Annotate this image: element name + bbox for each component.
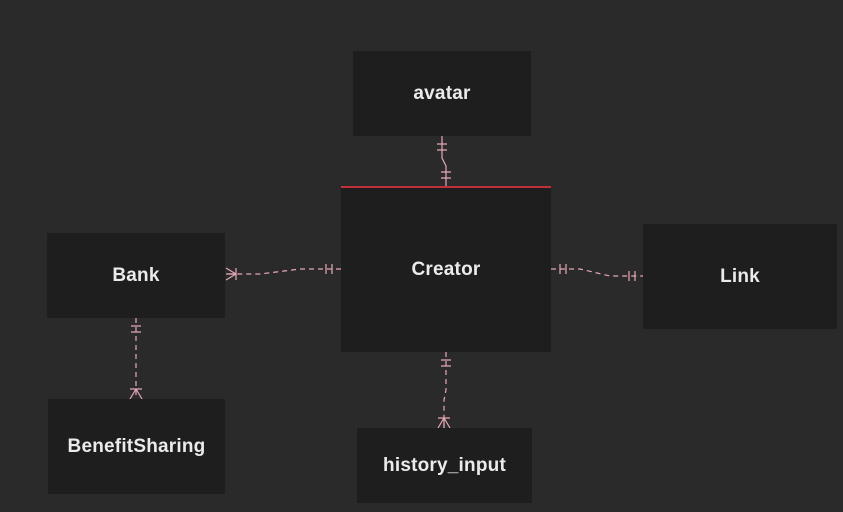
- entity-creator[interactable]: Creator: [341, 186, 551, 352]
- cardinality-one-mark: [628, 271, 636, 281]
- relationship-creator-link[interactable]: [551, 264, 643, 281]
- entity-label: Creator: [411, 258, 481, 280]
- cardinality-one-mark: [441, 171, 451, 179]
- cardinality-one-mark: [437, 143, 447, 151]
- cardinality-many-mark: [129, 388, 143, 400]
- cardinality-one-mark: [441, 359, 451, 367]
- cardinality-many-mark: [437, 417, 451, 429]
- entity-benefitsharing[interactable]: BenefitSharing: [48, 399, 225, 494]
- relationship-line: [441, 136, 447, 186]
- relationship-creator-avatar[interactable]: [437, 136, 451, 186]
- entity-history-input[interactable]: history_input: [357, 428, 532, 503]
- entity-label: Bank: [112, 264, 160, 286]
- entity-link[interactable]: Link: [643, 224, 837, 329]
- cardinality-one-mark: [325, 264, 333, 274]
- relationship-line: [551, 268, 643, 277]
- cardinality-one-mark: [559, 264, 567, 274]
- relationship-creator-history-input[interactable]: [437, 352, 451, 429]
- cardinality-many-mark: [225, 267, 237, 281]
- relationship-line: [225, 268, 341, 275]
- entity-label: Link: [720, 265, 760, 287]
- entity-avatar[interactable]: avatar: [353, 51, 531, 136]
- cardinality-one-mark: [131, 325, 141, 333]
- entity-bank[interactable]: Bank: [47, 233, 225, 318]
- entity-label: BenefitSharing: [67, 435, 206, 457]
- relationship-creator-bank[interactable]: [225, 264, 341, 281]
- entity-label: avatar: [413, 82, 471, 104]
- relationship-bank-benefitsharing[interactable]: [129, 318, 143, 400]
- relationship-line: [443, 352, 447, 428]
- entity-label: history_input: [383, 454, 506, 476]
